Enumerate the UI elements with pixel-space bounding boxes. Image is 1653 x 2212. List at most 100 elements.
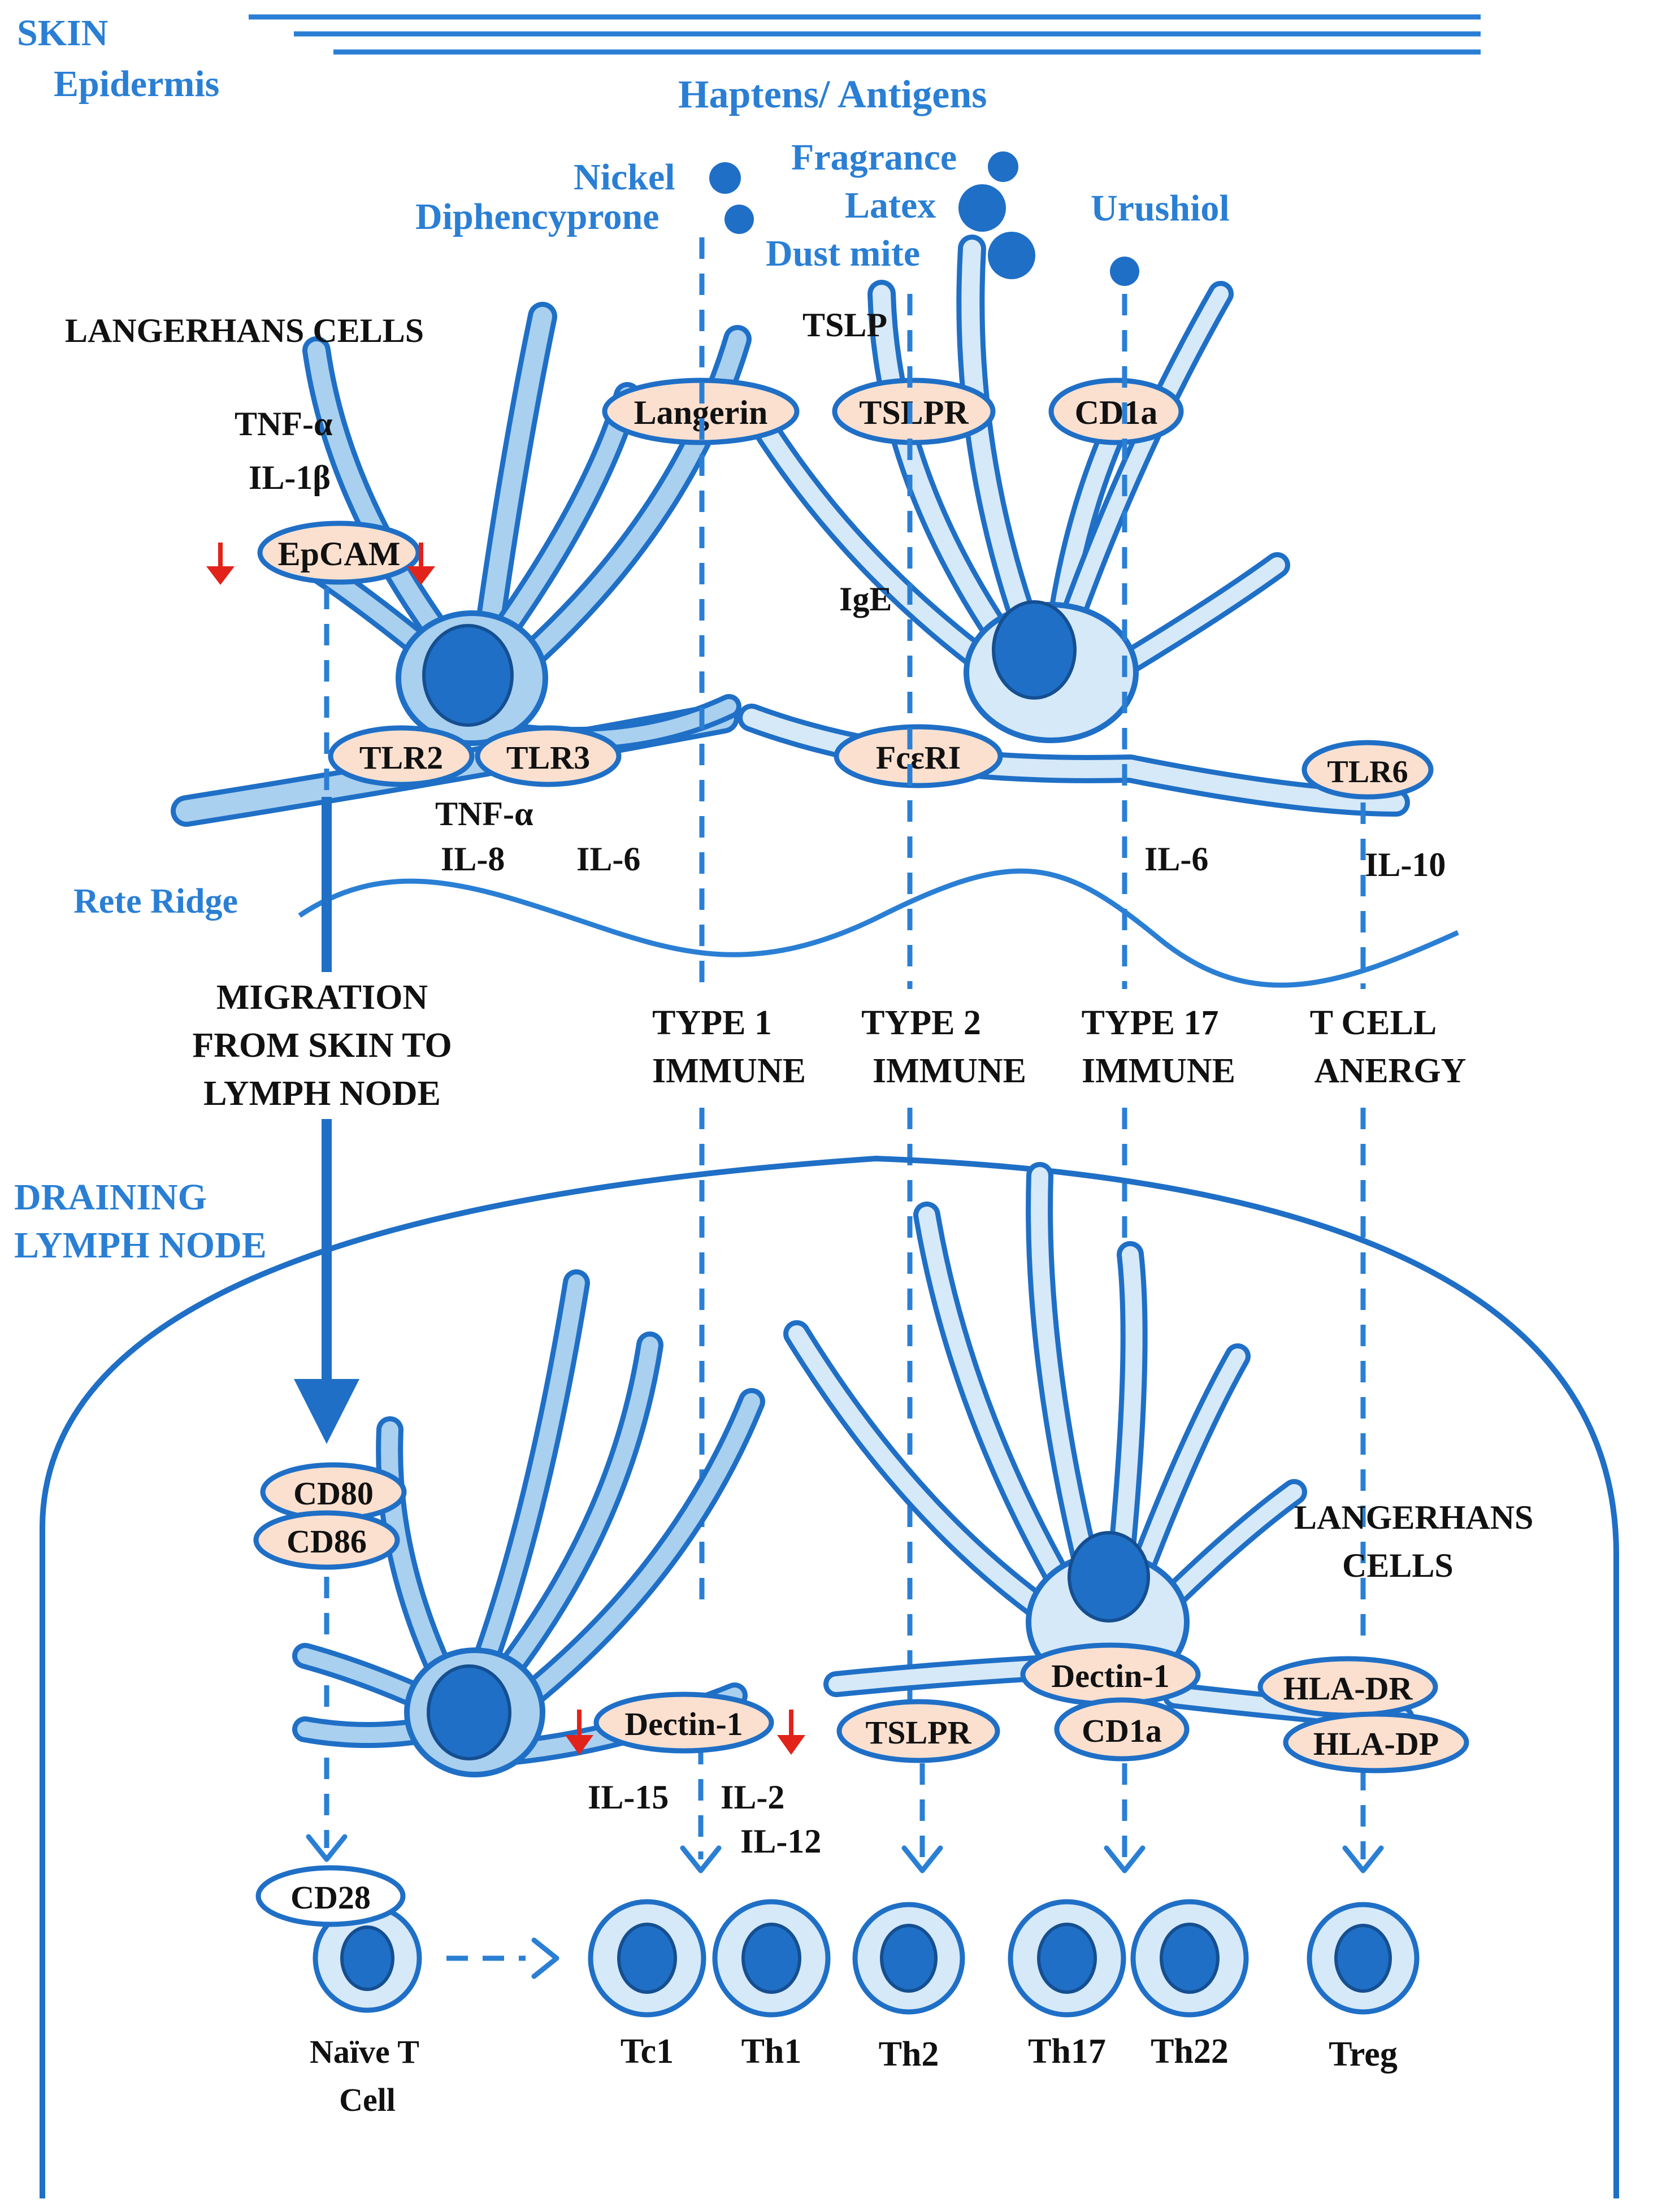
type2-line2: IMMUNE xyxy=(873,1052,1026,1090)
receptor-dectin-right: Dectin-1 xyxy=(1020,1642,1201,1707)
svg-text:Treg: Treg xyxy=(1329,2035,1398,2074)
svg-text:CD86: CD86 xyxy=(287,1523,367,1560)
epidermis-lines xyxy=(249,14,1481,55)
svg-text:EpCAM: EpCAM xyxy=(278,535,401,572)
il10-label: IL-10 xyxy=(1365,846,1446,883)
ige-label: IgE xyxy=(839,580,892,618)
rete-ridge-line xyxy=(298,868,1459,988)
type17-line1: TYPE 17 xyxy=(1082,1004,1219,1042)
receptor-dectin-left: Dectin-1 xyxy=(593,1691,774,1754)
t-cell-th22: Th22 xyxy=(1130,1899,1249,2071)
antigen-particles xyxy=(709,151,1139,286)
langerhans-cells-top-label: LANGERHANS CELLS xyxy=(65,312,424,349)
langerhans-ln-line2: CELLS xyxy=(1342,1547,1454,1584)
svg-text:Th17: Th17 xyxy=(1028,2032,1106,2071)
tnf-alpha-top-label: TNF-α xyxy=(235,405,332,443)
naive-t-line1: Naïve T xyxy=(310,2033,419,2070)
il12-label: IL-12 xyxy=(740,1823,821,1860)
il2-label: IL-2 xyxy=(721,1779,784,1816)
svg-text:Tc1: Tc1 xyxy=(621,2032,674,2071)
t-cell-th1: Th1 xyxy=(712,1899,831,2071)
migration-arrow xyxy=(294,797,359,1444)
svg-text:Th2: Th2 xyxy=(879,2035,939,2074)
il8-label: IL-8 xyxy=(441,840,505,878)
receptor-cd28: CD28 xyxy=(255,1865,406,1927)
receptor-tslpr-top: TSLPR xyxy=(832,378,996,445)
skin-label: SKIN xyxy=(17,12,108,54)
receptor-tlr2: TLR2 xyxy=(328,725,475,787)
svg-text:TSLPR: TSLPR xyxy=(859,394,969,431)
tslp-label: TSLP xyxy=(802,306,887,344)
haptens-label: Haptens/ Antigens xyxy=(678,73,987,116)
draining-line1: DRAINING xyxy=(14,1177,207,1218)
svg-text:CD28: CD28 xyxy=(290,1879,371,1916)
receptor-fceri: FcεRI xyxy=(834,724,1003,788)
nickel-label: Nickel xyxy=(574,157,675,198)
il6-left-label: IL-6 xyxy=(576,840,640,878)
anergy-line1: T CELL xyxy=(1310,1004,1437,1042)
dashed-arrowheads xyxy=(306,1834,1384,1979)
svg-text:TSLPR: TSLPR xyxy=(866,1714,972,1751)
urushiol-particle xyxy=(1110,257,1139,286)
anergy-line2: ANERGY xyxy=(1314,1052,1467,1090)
dust-mite-label: Dust mite xyxy=(766,233,920,274)
nucleus-top-left xyxy=(422,624,514,727)
il1b-label: IL-1β xyxy=(249,459,331,496)
dust-mite-particle xyxy=(988,232,1035,279)
t-cell-th17: Th17 xyxy=(1008,1899,1126,2071)
naive-t-line2: Cell xyxy=(339,2081,396,2118)
receptor-tlr3: TLR3 xyxy=(475,725,622,787)
epcam-down-arrows xyxy=(206,543,435,585)
dectin-down-arrows xyxy=(565,1710,805,1755)
svg-text:HLA-DP: HLA-DP xyxy=(1313,1725,1439,1762)
receptor-cd1a-bottom: CD1a xyxy=(1054,1697,1190,1762)
t-cell-tc1: Tc1 xyxy=(588,1899,706,2071)
draining-line2: LYMPH NODE xyxy=(14,1225,267,1266)
migration-line3: LYMPH NODE xyxy=(203,1074,441,1113)
svg-text:Th22: Th22 xyxy=(1151,2032,1229,2071)
svg-text:TLR3: TLR3 xyxy=(506,739,590,776)
urushiol-label: Urushiol xyxy=(1091,188,1230,229)
svg-text:TLR2: TLR2 xyxy=(359,739,443,776)
receptor-tslpr-bottom: TSLPR xyxy=(836,1699,1000,1763)
t-cell-treg: Treg xyxy=(1307,1902,1420,2074)
svg-text:Th1: Th1 xyxy=(741,2032,802,2071)
type1-line2: IMMUNE xyxy=(652,1052,806,1090)
svg-text:Dectin-1: Dectin-1 xyxy=(624,1706,743,1742)
svg-text:CD80: CD80 xyxy=(293,1475,374,1512)
lymph-node-boundary xyxy=(40,1155,1619,2198)
receptor-hla-dr: HLA-DR xyxy=(1257,1656,1438,1718)
il6-right-label: IL-6 xyxy=(1144,840,1208,878)
rete-ridge-label: Rete Ridge xyxy=(73,882,238,921)
type1-line1: TYPE 1 xyxy=(652,1004,772,1042)
t-cell-th2: Th2 xyxy=(852,1902,965,2074)
langerhans-cell-bottom-right xyxy=(783,1162,1415,1731)
receptor-epcam: EpCAM xyxy=(257,521,421,585)
diphencyprone-particle xyxy=(724,205,754,234)
il15-label: IL-15 xyxy=(588,1779,669,1816)
latex-label: Latex xyxy=(845,185,936,226)
latex-particle xyxy=(958,184,1006,232)
type2-line1: TYPE 2 xyxy=(861,1004,981,1042)
langerhans-cell-top-right xyxy=(737,235,1410,817)
langerhans-cell-bottom-left xyxy=(292,1269,765,1777)
receptor-langerin: Langerin xyxy=(602,378,800,445)
svg-text:Dectin-1: Dectin-1 xyxy=(1051,1658,1169,1694)
migration-line2: FROM SKIN TO xyxy=(192,1026,452,1065)
receptor-tlr6: TLR6 xyxy=(1301,740,1434,800)
fragrance-label: Fragrance xyxy=(791,137,957,178)
svg-text:CD1a: CD1a xyxy=(1075,394,1158,431)
receptor-cd86: CD86 xyxy=(253,1510,400,1570)
svg-text:TLR6: TLR6 xyxy=(1327,754,1408,790)
langerhans-ln-line1: LANGERHANS xyxy=(1294,1499,1533,1536)
type17-line2: IMMUNE xyxy=(1082,1052,1235,1090)
migration-line1: MIGRATION xyxy=(216,978,428,1017)
receptor-hla-dp: HLA-DP xyxy=(1283,1711,1469,1773)
svg-text:CD1a: CD1a xyxy=(1082,1712,1162,1749)
svg-text:FcεRI: FcεRI xyxy=(876,739,961,776)
receptor-cd1a-top: CD1a xyxy=(1048,378,1184,445)
nucleus-top-right xyxy=(992,600,1077,700)
nickel-particle xyxy=(709,162,741,194)
svg-text:HLA-DR: HLA-DR xyxy=(1283,1670,1413,1707)
